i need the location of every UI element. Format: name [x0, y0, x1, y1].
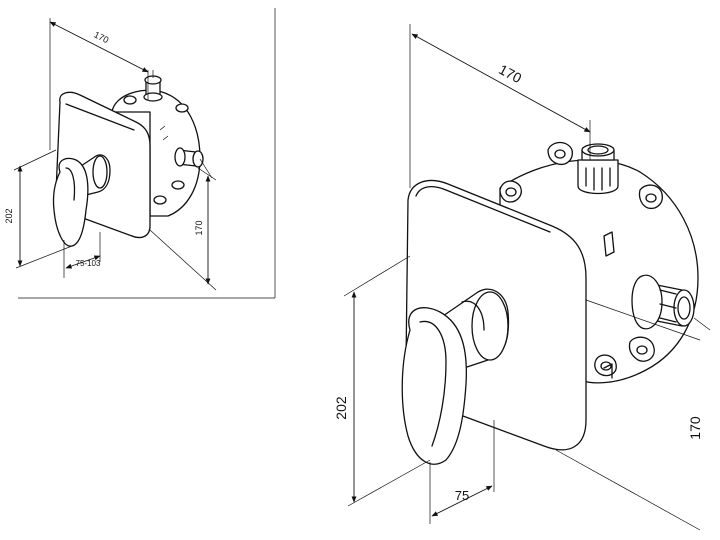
small-projection-label: 75-103: [76, 259, 101, 268]
small-lever-handle: [52, 154, 111, 247]
small-dim-height: 202: [4, 149, 73, 269]
large-view: 170 202 170 75: [333, 24, 711, 531]
large-projection-label: 75: [455, 488, 469, 503]
small-height-label: 202: [4, 208, 14, 223]
small-width-label: 170: [92, 29, 110, 45]
large-lever-handle: [401, 288, 510, 465]
large-dim-projection: 75: [429, 420, 495, 524]
small-depth-label: 170: [194, 220, 204, 235]
small-view: 170 202 170 75-103: [4, 8, 276, 299]
large-height-label: 202: [333, 396, 349, 420]
large-dim-height: 202: [333, 255, 431, 507]
large-dim-depth: 170: [555, 299, 703, 531]
large-depth-label: 170: [687, 416, 703, 440]
small-rough-in-body: [111, 70, 213, 217]
small-dim-projection: 75-103: [63, 232, 101, 278]
small-dim-depth: 170: [149, 167, 217, 291]
